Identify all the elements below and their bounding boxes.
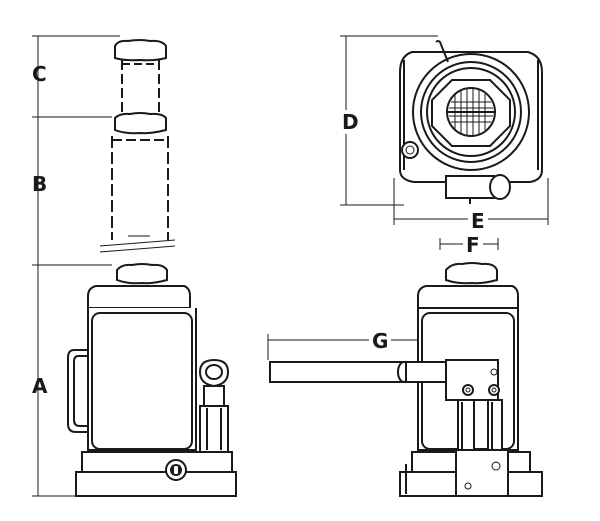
- dimension-label-c: C: [32, 62, 47, 86]
- jack-top-view: [340, 35, 549, 225]
- side-top-cap: [417, 285, 519, 309]
- base-plate: [75, 471, 237, 497]
- carry-handle-inner: [73, 355, 88, 427]
- middle-saddle: [114, 112, 167, 135]
- carry-handle: [67, 349, 88, 433]
- dimension-label-a: A: [32, 374, 48, 398]
- extended-ram: [99, 136, 176, 253]
- release-valve-knob: [165, 459, 187, 481]
- base-upper: [81, 451, 233, 473]
- top-view-pump-socket: [445, 175, 495, 199]
- pump-socket-joint: [203, 385, 225, 407]
- saddle-grid-pattern: [446, 89, 496, 135]
- right-jack-side-view: [267, 238, 543, 497]
- dimension-label-d: D: [340, 110, 361, 134]
- pump-handle: [269, 361, 407, 383]
- body-inner-panel: [91, 312, 193, 450]
- dimension-label-g: G: [369, 329, 392, 353]
- extended-saddle: [114, 39, 167, 62]
- lowered-saddle: [116, 263, 168, 285]
- pump-cylinder: [199, 405, 229, 453]
- dimension-label-e: E: [468, 209, 488, 233]
- side-saddle: [445, 262, 498, 285]
- top-view-release-knob: [401, 141, 419, 159]
- body-top-cap: [87, 285, 191, 309]
- left-jack-front-view: [32, 35, 237, 497]
- top-view-pin: [435, 40, 449, 63]
- dimension-label-f: F: [463, 233, 483, 257]
- dimension-label-b: B: [32, 172, 48, 196]
- pump-handle-socket: [405, 361, 447, 383]
- pump-base-block: [455, 449, 509, 497]
- pump-socket-head: [198, 358, 230, 388]
- upper-extension-screw: [121, 60, 160, 112]
